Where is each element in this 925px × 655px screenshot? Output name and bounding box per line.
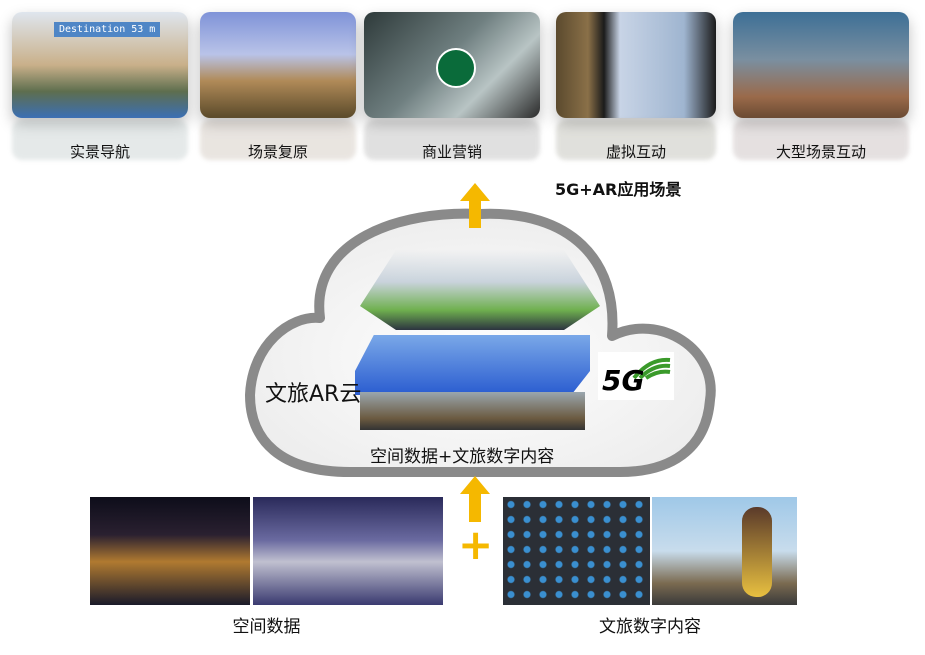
scenario-image-scene-restoration <box>200 12 356 118</box>
arrow-up-icon <box>460 183 490 228</box>
scenario-label: 实景导航 <box>69 143 130 161</box>
arrow-up-icon <box>460 476 490 522</box>
character-figure <box>742 507 772 597</box>
cloud-caption: 空间数据+文旅数字内容 <box>370 447 555 467</box>
scenario-image-large-scene-interaction <box>733 12 909 118</box>
scenario-label: 虚拟互动 <box>605 143 666 161</box>
input-label: 文旅数字内容 <box>599 617 701 637</box>
reflection <box>200 120 356 160</box>
city-model-base <box>360 392 585 430</box>
destination-overlay: Destination 53 m <box>54 22 161 37</box>
scenario-image-virtual-interaction <box>556 12 716 118</box>
scenarios-title: 5G+AR应用场景 <box>555 180 682 199</box>
digital-content-image-character <box>652 497 797 605</box>
cloud-title: 文旅AR云 <box>265 382 362 407</box>
spatial-data-image-night-city <box>90 497 250 605</box>
spatial-data-image-point-cloud <box>253 497 443 605</box>
city-model-hologram <box>355 335 590 395</box>
scenario-label: 大型场景互动 <box>775 143 866 161</box>
plus-sign: + <box>458 520 494 569</box>
scenario-image-ar-navigation: Destination 53 m <box>12 12 188 118</box>
scenario-image-commercial-marketing <box>364 12 540 118</box>
starbucks-logo-icon <box>436 48 476 88</box>
city-model-top <box>360 250 600 330</box>
reflection <box>556 120 716 160</box>
reflection <box>364 120 540 160</box>
reflection <box>733 120 909 160</box>
5g-badge: 5G <box>598 352 674 400</box>
5g-label: 5G <box>602 364 645 397</box>
reflection <box>12 120 188 160</box>
scenario-label: 场景复原 <box>247 143 308 161</box>
scenario-label: 商业营销 <box>421 143 482 161</box>
digital-content-icon-grid <box>503 497 650 605</box>
signal-waves-icon <box>632 357 671 380</box>
input-label: 空间数据 <box>232 617 301 637</box>
